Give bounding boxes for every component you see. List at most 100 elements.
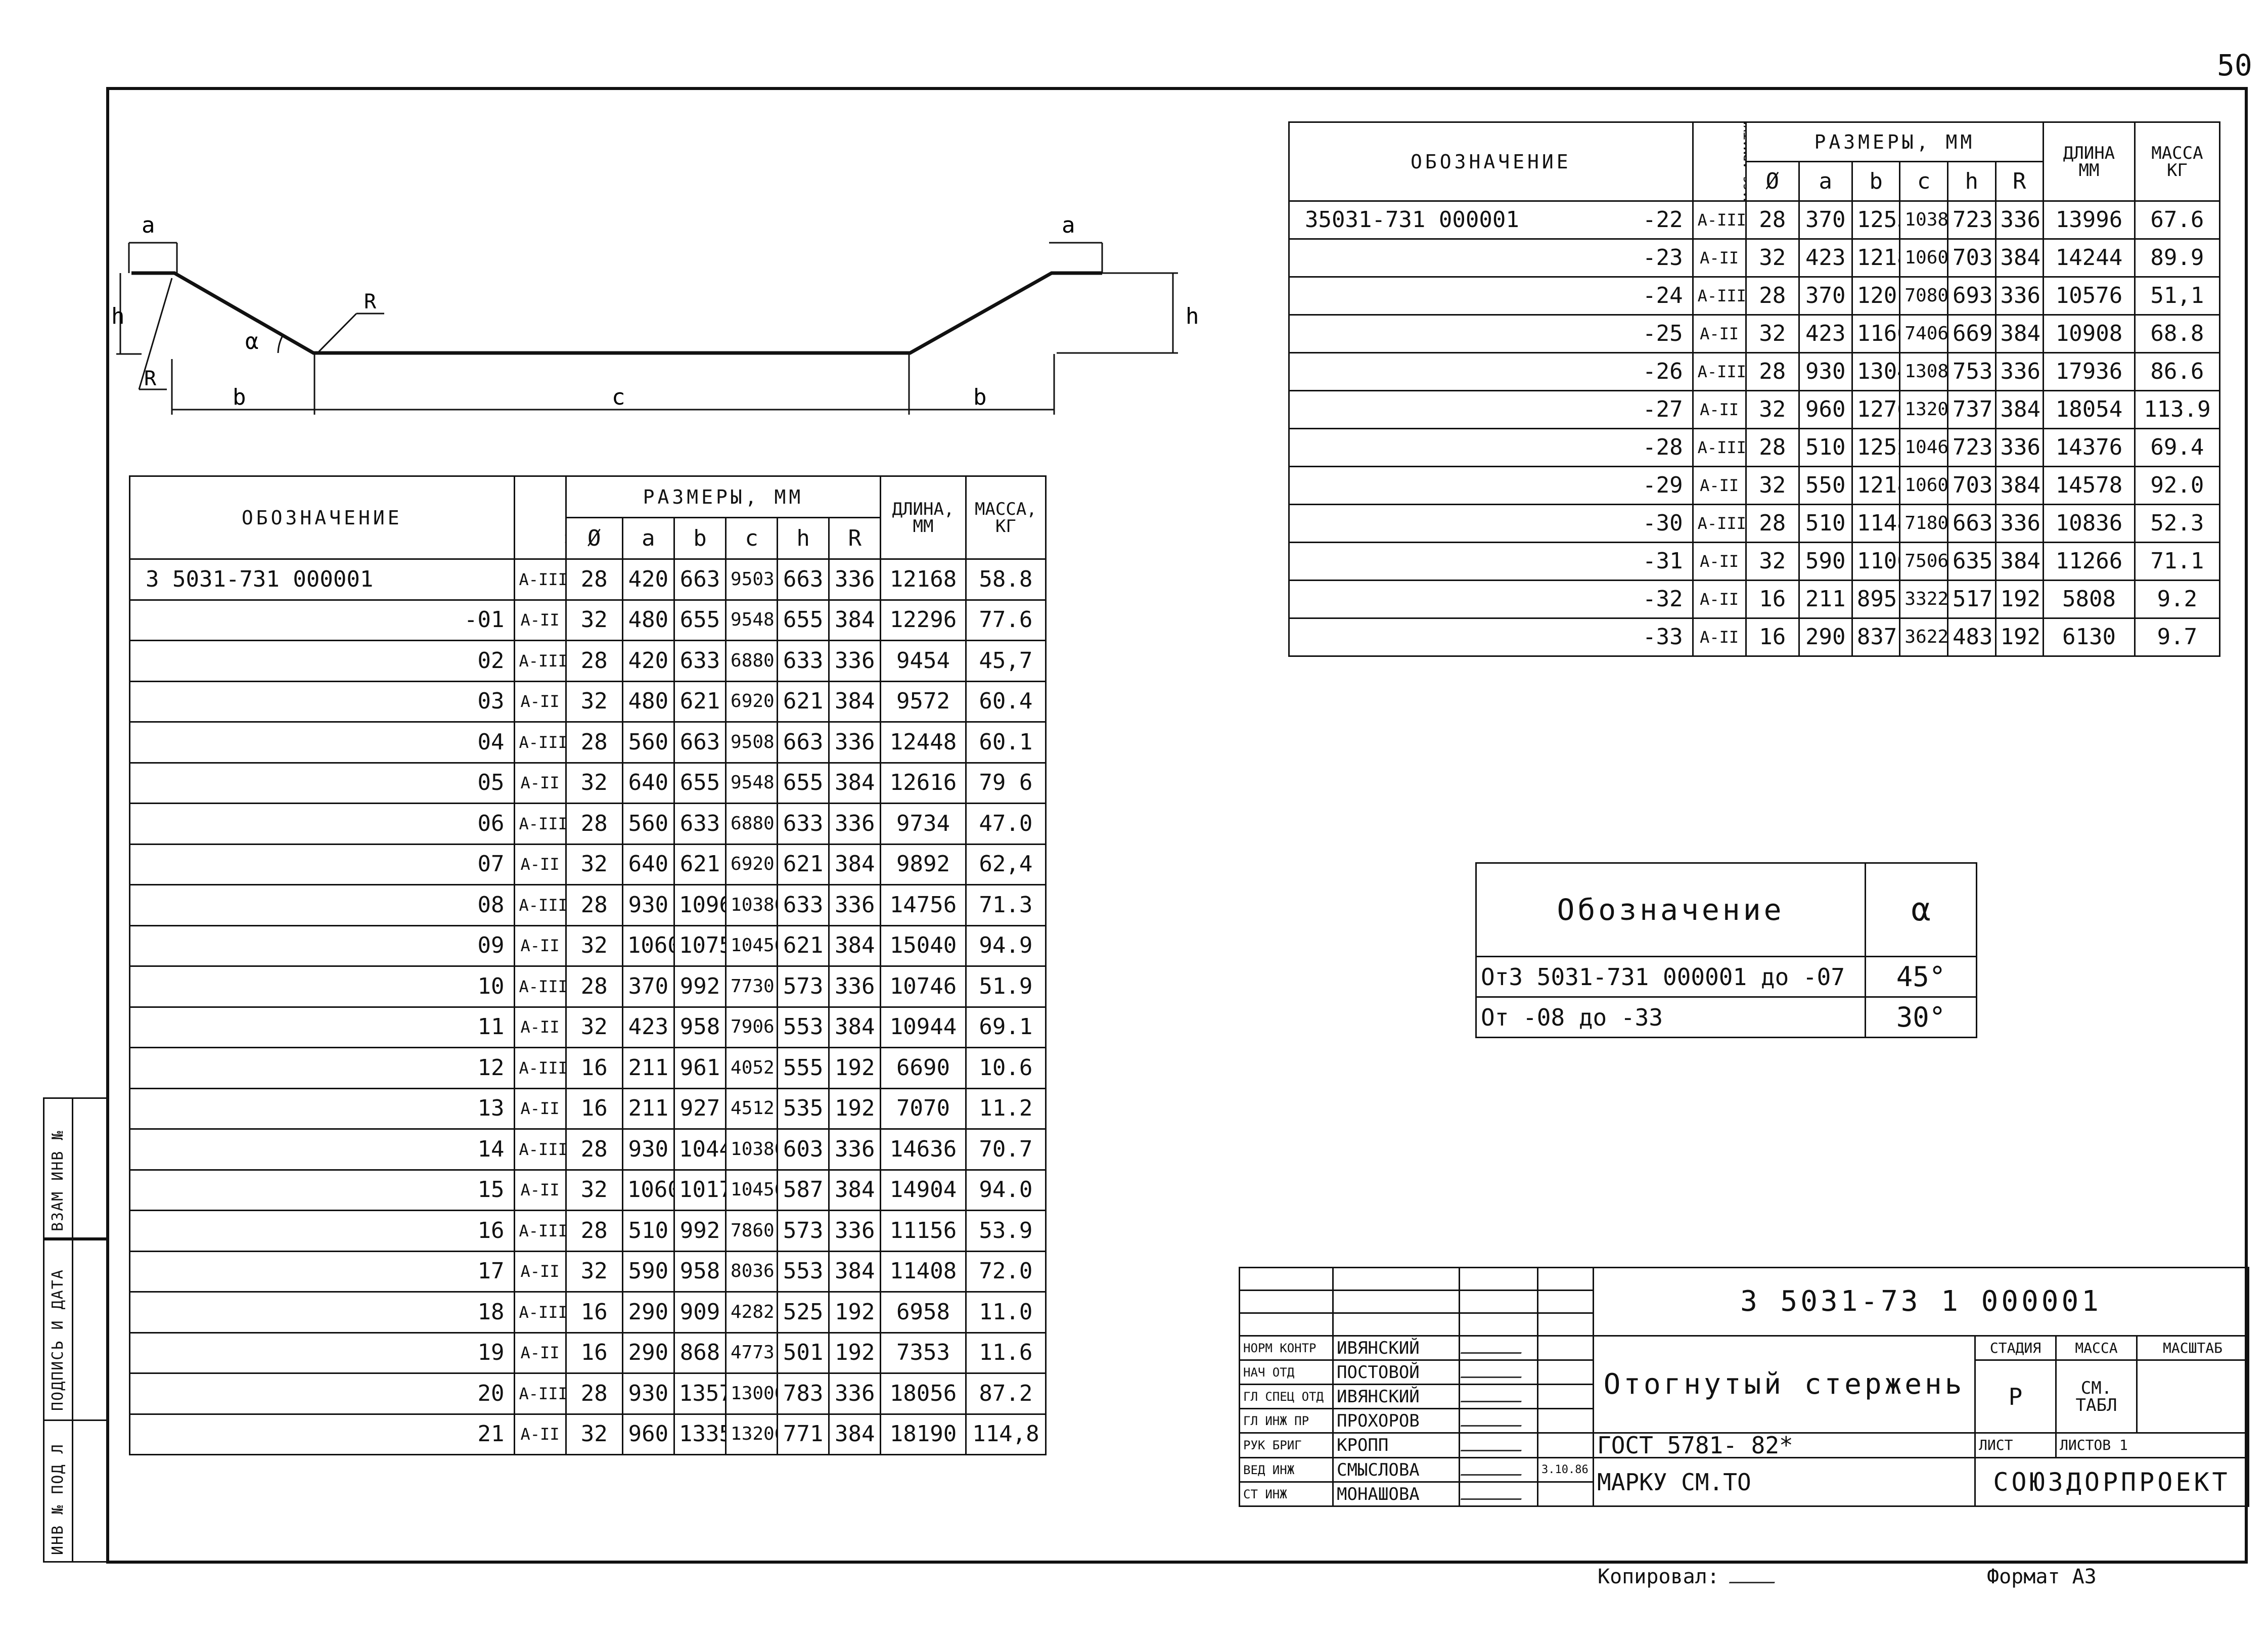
- document-title: Отогнутый стержень: [1593, 1335, 1976, 1434]
- right-cell-c: 3322: [1899, 580, 1948, 619]
- main-cell-R: 384: [828, 1169, 882, 1211]
- main-cell-b: 655: [673, 762, 727, 804]
- main-cell-b: 1357: [673, 1372, 727, 1415]
- main-cell-cls: А-III: [513, 965, 567, 1008]
- main-cell-d: 32: [565, 599, 623, 641]
- main-cell-c: 4773: [725, 1331, 779, 1374]
- main-cell-d: 28: [565, 640, 623, 682]
- main-cell-m: 58.8: [965, 558, 1047, 601]
- main-cell-h: 633: [777, 884, 830, 926]
- main-cell-h: 655: [777, 762, 830, 804]
- main-cell-c: 7730: [725, 965, 779, 1008]
- label-R-left: R: [144, 367, 157, 390]
- main-cell-a: 370: [621, 965, 675, 1008]
- main-cell-b: 621: [673, 843, 727, 885]
- right-cell-R: 336: [1994, 200, 2045, 240]
- right-cell-c: 10463: [1899, 428, 1948, 467]
- right-row: -28А-III285101252104637233361437669.4: [1288, 428, 2221, 467]
- main-cell-L: 12296: [880, 599, 967, 641]
- main-cell-d: 28: [565, 558, 623, 601]
- right-cell-b: 1218: [1851, 238, 1901, 278]
- main-cell-L: 10944: [880, 1006, 967, 1048]
- main-row: 15А-II3210601017104565873841490494.0: [129, 1169, 1047, 1211]
- label-R-mid: R: [364, 290, 377, 314]
- right-cell-cls: А-III: [1692, 352, 1747, 391]
- label-a-right: a: [1062, 212, 1075, 238]
- right-header-R: R: [1994, 161, 2045, 202]
- right-cell-m: 71.1: [2134, 542, 2221, 581]
- header-dimensions: РАЗМЕРЫ, ММ: [565, 475, 882, 518]
- right-cell-L: 17936: [2043, 352, 2136, 391]
- main-designation-cell: 03: [129, 680, 515, 723]
- main-suffix: 19: [477, 1340, 505, 1366]
- right-header-c: c: [1899, 161, 1948, 202]
- sig-name: МОНАШОВА: [1332, 1481, 1460, 1507]
- right-cell-d: 32: [1745, 466, 1800, 505]
- right-cell-d: 16: [1745, 580, 1800, 619]
- main-cell-cls: А-II: [513, 762, 567, 804]
- main-cell-a: 211: [621, 1047, 675, 1089]
- right-cell-b: 1160: [1851, 314, 1901, 353]
- right-header-mass: МАССА КГ: [2134, 121, 2221, 202]
- main-cell-R: 192: [828, 1291, 882, 1334]
- main-cell-h: 621: [777, 843, 830, 885]
- main-cell-L: 11156: [880, 1210, 967, 1252]
- signature-mark: [1459, 1408, 1538, 1434]
- main-cell-cls: А-II: [513, 680, 567, 723]
- main-cell-h: 783: [777, 1372, 830, 1415]
- doc-code: 3 5031-73 1 000001: [1593, 1267, 2249, 1337]
- main-cell-m: 47.0: [965, 803, 1047, 845]
- main-cell-cls: А-II: [513, 599, 567, 641]
- right-row: -23А-II324231218106067033841424489.9: [1288, 238, 2221, 278]
- right-cell-b: 1100: [1851, 542, 1901, 581]
- main-row: 20А-III289301357130007833361805687.2: [129, 1372, 1047, 1415]
- main-suffix: 11: [477, 1014, 505, 1040]
- main-designation-cell: 11: [129, 1006, 515, 1048]
- right-header-designation: ОБОЗНАЧЕНИЕ: [1288, 121, 1694, 202]
- main-suffix: 14: [477, 1136, 505, 1162]
- sig-role: НАЧ ОТД: [1239, 1359, 1334, 1385]
- right-cell-a: 960: [1798, 390, 1853, 429]
- main-cell-m: 11.0: [965, 1291, 1047, 1334]
- sig-name: ИВЯНСКИЙ: [1332, 1384, 1460, 1409]
- right-cell-d: 32: [1745, 542, 1800, 581]
- main-cell-R: 192: [828, 1331, 882, 1374]
- right-cell-cls: А-III: [1692, 200, 1747, 240]
- angle-header-designation: Обозначение: [1475, 862, 1866, 957]
- main-cell-b: 927: [673, 1087, 727, 1130]
- right-cell-R: 384: [1994, 238, 2045, 278]
- right-cell-cls: А-III: [1692, 504, 1747, 543]
- right-suffix: -26: [1643, 359, 1683, 384]
- main-cell-h: 525: [777, 1291, 830, 1334]
- right-cell-d: 28: [1745, 276, 1800, 316]
- main-cell-h: 633: [777, 640, 830, 682]
- label-a-left: a: [142, 212, 155, 238]
- main-cell-h: 621: [777, 924, 830, 967]
- main-suffix: 16: [477, 1217, 505, 1244]
- standard: ГОСТ 5781- 82*: [1593, 1432, 1976, 1458]
- main-cell-L: 9454: [880, 640, 967, 682]
- main-cell-b: 621: [673, 680, 727, 723]
- main-cell-c: 13000: [725, 1372, 779, 1415]
- right-cell-h: 753: [1946, 352, 1997, 391]
- main-cell-R: 336: [828, 1372, 882, 1415]
- right-cell-a: 930: [1798, 352, 1853, 391]
- right-row: -24А-III28370120170806933361057651,1: [1288, 276, 2221, 316]
- angle-header-alpha: α: [1865, 862, 1977, 957]
- right-suffix: -29: [1643, 472, 1683, 498]
- main-cell-R: 384: [828, 1250, 882, 1293]
- main-cell-d: 32: [565, 1250, 623, 1293]
- header-rebar-class: КЛАСС АРМАТУРЫ: [513, 475, 567, 560]
- rebar-diagram: a h R α R b c b a h: [111, 212, 1199, 415]
- right-cell-m: 68.8: [2134, 314, 2221, 353]
- main-cell-L: 11408: [880, 1250, 967, 1293]
- main-cell-d: 28: [565, 803, 623, 845]
- copied-by: Копировал:: [1598, 1565, 1780, 1588]
- right-cell-m: 67.6: [2134, 200, 2221, 240]
- right-designation-cell: -33: [1288, 617, 1694, 657]
